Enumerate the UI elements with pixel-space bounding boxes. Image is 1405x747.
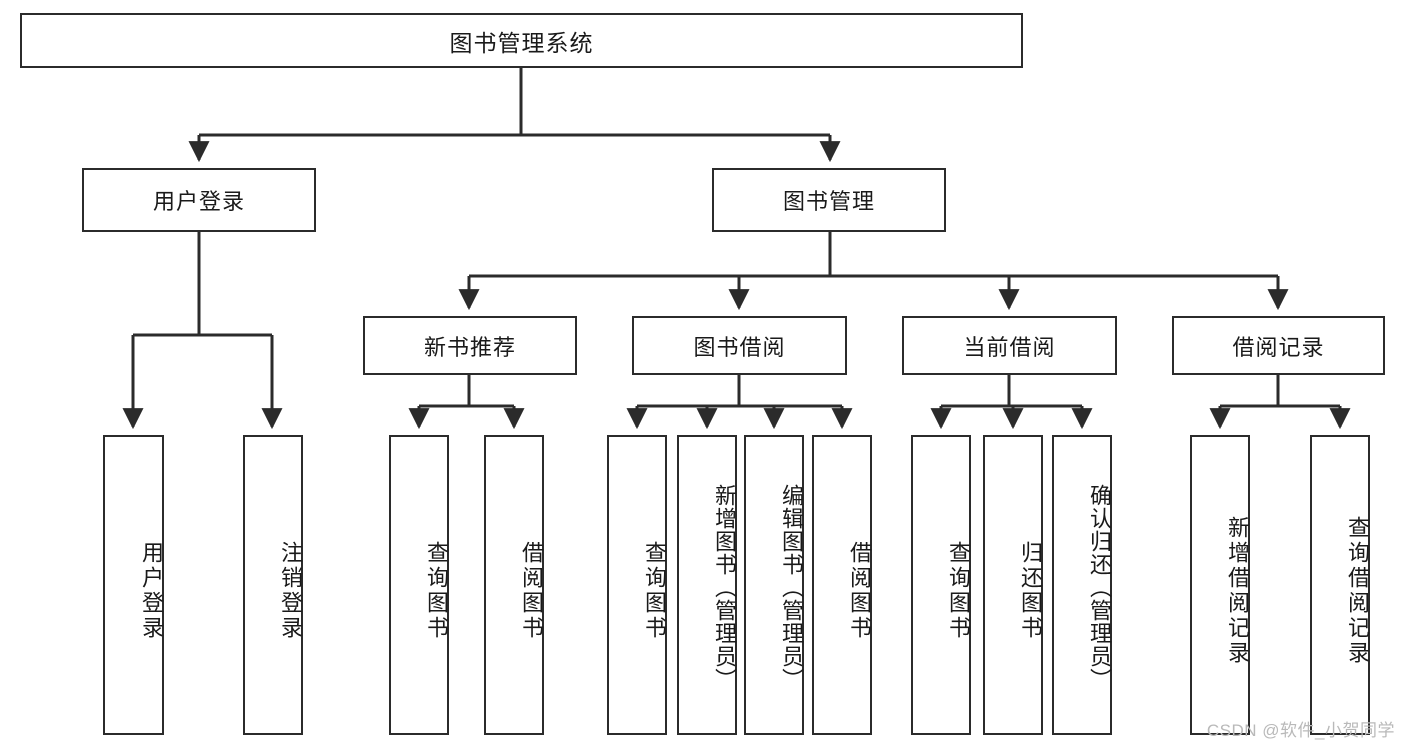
- leaf-confirm-return-admin-label: 确认归还（管理员）: [1087, 483, 1112, 691]
- node-new-book-recommend-label: 新书推荐: [423, 334, 516, 360]
- leaf-add-borrow-record[interactable]: 新增借阅记录: [1190, 435, 1250, 735]
- node-current-borrow-label: 当前借阅: [963, 334, 1056, 360]
- node-current-borrow[interactable]: 当前借阅: [902, 316, 1117, 375]
- leaf-borrow-book[interactable]: 借阅图书: [812, 435, 872, 735]
- node-book-borrow-label: 图书借阅: [693, 334, 786, 360]
- node-new-book-recommend[interactable]: 新书推荐: [363, 316, 577, 375]
- leaf-return-book-label: 归还图书: [1018, 541, 1043, 641]
- leaf-query-book-recommend-label: 查询图书: [424, 541, 449, 641]
- leaf-query-book-borrow[interactable]: 查询图书: [607, 435, 667, 735]
- node-root[interactable]: 图书管理系统: [20, 13, 1023, 68]
- node-user-login-label: 用户登录: [152, 189, 245, 214]
- node-root-label: 图书管理系统: [449, 29, 594, 56]
- node-user-login[interactable]: 用户登录: [82, 168, 316, 232]
- leaf-add-book-admin[interactable]: 新增图书（管理员）: [677, 435, 737, 735]
- leaf-user-login[interactable]: 用户登录: [103, 435, 164, 735]
- leaf-borrow-book-label: 借阅图书: [847, 541, 872, 641]
- leaf-edit-book-admin[interactable]: 编辑图书（管理员）: [744, 435, 804, 735]
- node-book-manage-label: 图书管理: [782, 189, 875, 214]
- leaf-query-book-recommend[interactable]: 查询图书: [389, 435, 449, 735]
- node-borrow-record-label: 借阅记录: [1232, 334, 1325, 360]
- leaf-query-book-current[interactable]: 查询图书: [911, 435, 971, 735]
- node-book-borrow[interactable]: 图书借阅: [632, 316, 847, 375]
- leaf-query-book-current-label: 查询图书: [946, 541, 971, 641]
- leaf-confirm-return-admin[interactable]: 确认归还（管理员）: [1052, 435, 1112, 735]
- leaf-edit-book-admin-label: 编辑图书（管理员）: [779, 483, 804, 691]
- leaf-return-book[interactable]: 归还图书: [983, 435, 1043, 735]
- leaf-borrow-book-recommend[interactable]: 借阅图书: [484, 435, 544, 735]
- leaf-query-borrow-record-label: 查询借阅记录: [1345, 516, 1370, 666]
- leaf-user-logout-label: 注销登录: [278, 541, 303, 641]
- leaf-borrow-book-recommend-label: 借阅图书: [519, 541, 544, 641]
- leaf-user-login-label: 用户登录: [139, 541, 164, 641]
- leaf-user-logout[interactable]: 注销登录: [243, 435, 303, 735]
- leaf-query-borrow-record[interactable]: 查询借阅记录: [1310, 435, 1370, 735]
- node-borrow-record[interactable]: 借阅记录: [1172, 316, 1385, 375]
- leaf-add-borrow-record-label: 新增借阅记录: [1225, 516, 1250, 666]
- leaf-query-book-borrow-label: 查询图书: [642, 541, 667, 641]
- leaf-add-book-admin-label: 新增图书（管理员）: [712, 483, 737, 691]
- node-book-manage[interactable]: 图书管理: [712, 168, 946, 232]
